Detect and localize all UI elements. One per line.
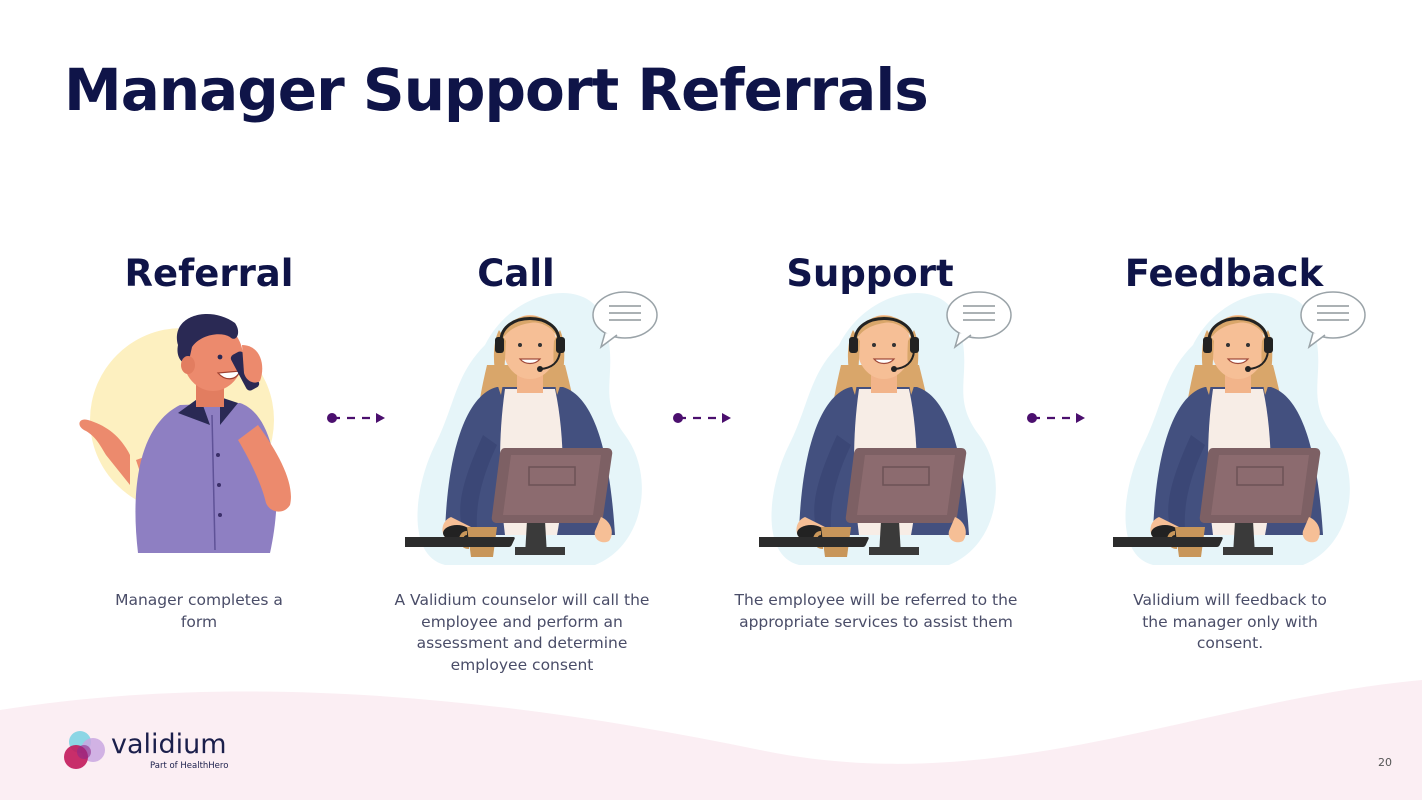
step-title-support: Support [786, 252, 954, 295]
step-title-feedback: Feedback [1124, 252, 1324, 295]
page-title: Manager Support Referrals [64, 56, 929, 124]
step-description-call: A Validium counselor will call the emplo… [394, 591, 650, 674]
step-title-referral: Referral [124, 252, 294, 295]
step-description-feedback: Validium will feedback to the manager on… [1133, 591, 1327, 652]
validium-logo-icon [64, 731, 105, 769]
page-number: 20 [1378, 756, 1392, 769]
counselor-headset-illustration [1113, 285, 1393, 570]
step-description-support: The employee will be referred to the app… [734, 591, 1018, 631]
dashed-arrow-icon [326, 408, 388, 428]
counselor-headset-illustration [405, 285, 685, 570]
step-description-referral: Manager completes a form [115, 591, 283, 631]
counselor-headset-illustration [759, 285, 1039, 570]
footer-wave [0, 680, 1422, 800]
dashed-arrow-icon [672, 408, 734, 428]
dashed-arrow-icon [1026, 408, 1088, 428]
logo-wordmark: validium [111, 729, 227, 760]
manager-on-phone-illustration [79, 314, 291, 553]
step-title-call: Call [477, 252, 555, 295]
logo-tagline: Part of HealthHero [150, 761, 229, 771]
